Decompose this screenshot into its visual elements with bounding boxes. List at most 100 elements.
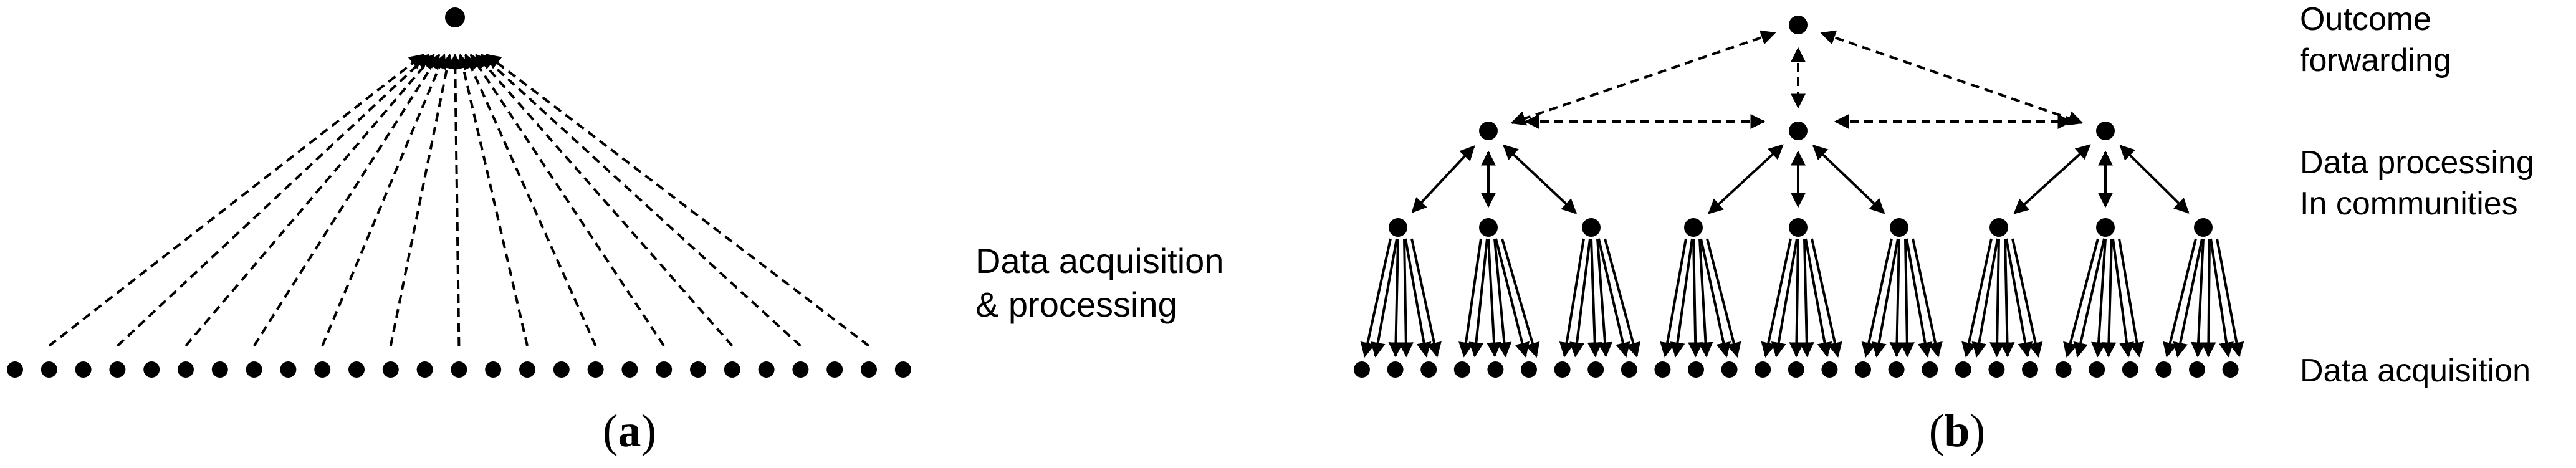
panel-b-sensor-node (1688, 361, 1704, 378)
panel-a-sensor-node (621, 361, 638, 378)
panel-b-sensor-node (1587, 361, 1604, 378)
panel-b-sensor-node (1521, 361, 1537, 378)
panel-b-community-link (1503, 144, 1577, 214)
panel-a-caption: (a) (603, 406, 656, 457)
panel-b-cluster-head (1684, 218, 1703, 237)
panel-b-acquisition-link (2073, 238, 2105, 358)
panel-b-cluster-head (2096, 218, 2115, 237)
panel-b-nodes (1354, 16, 2239, 378)
panel-b-sensor-node (1654, 361, 1671, 378)
panel-b-acquisition-link (2216, 238, 2244, 358)
panel-a-sensor-node (75, 361, 92, 378)
panel-a-dashed-link (480, 54, 802, 347)
panel-b-acquisition-link (1596, 238, 1613, 358)
panel-b-sensor-node (1354, 361, 1370, 378)
panel-a-sensor-node (826, 361, 843, 378)
panel-b-sensor-node (1554, 361, 1571, 378)
panel-b-sensor-node (1721, 361, 1738, 378)
panel-b-acquisition-link (2091, 238, 2107, 358)
panel-a-dashed-links (48, 53, 870, 347)
panel-b-acquisition-link (1861, 238, 1893, 358)
panel-b-sensor-node (1855, 361, 1871, 378)
panel-b-cluster-head (1479, 218, 1498, 237)
panel-b-acquisition-link (1989, 238, 2005, 358)
panel-b-acquisition-link (1771, 238, 1798, 358)
panel-b-sensor-node (2155, 361, 2172, 378)
panel-b-acquisition-link (1660, 238, 1687, 358)
panel-b-sensor-node (2055, 361, 2072, 378)
panel-b-acquisition-link (1871, 238, 1899, 358)
panel-a-sensor-node (792, 361, 809, 378)
panel-b-cluster-head (1789, 218, 1808, 237)
panel-b-acquisition-link (1905, 238, 1933, 358)
panel-a-sensor-node (451, 361, 467, 378)
panel-b-acquisition-link (1388, 238, 1404, 358)
panel-a-sensor-node (348, 361, 365, 378)
panel-b-acquisition-link (1604, 238, 1641, 358)
panel-b-sensor-node (2222, 361, 2239, 378)
panel-b-sensor-node (1453, 361, 1470, 378)
panel-b-sensor-node (1888, 361, 1905, 378)
panel-b-caption: (b) (1929, 406, 1985, 457)
panel-b-acquisition-link (1961, 238, 1993, 358)
panel-b-acquisition-link (1370, 238, 1398, 358)
panel-b-acquisition-link (1971, 238, 1999, 358)
panel-b-label-data-acquisition: Data acquisition (2300, 353, 2531, 389)
panel-a-dashed-link (448, 53, 463, 346)
panel-b-acquisition-link (2118, 238, 2145, 358)
panel-b-acquisition-link (2063, 238, 2099, 358)
panel-a-sensor-node (280, 361, 297, 378)
panel-a-dashed-link (475, 54, 734, 347)
panel-b-acquisition-link (1487, 238, 1502, 358)
panel-a-dashed-link (252, 53, 441, 347)
panel-b-community-head (1789, 122, 1808, 140)
panel-a-sensor-node (553, 361, 570, 378)
panel-b-sensor-node (1420, 361, 1437, 378)
panel-b-acquisition-link (1468, 238, 1488, 358)
panel-b-acquisition-link (1493, 238, 1512, 358)
panel-b-sensor-node (1755, 361, 1771, 378)
panel-b-sensor-node (1955, 361, 1971, 378)
panel-a: Data acquisition& processing (a) (7, 7, 1223, 457)
panel-b-sensor-node (1988, 361, 2005, 378)
panel-b-sensor-node (2022, 361, 2038, 378)
panel-a-dashed-link (486, 54, 870, 347)
panel-b-community-head (1479, 122, 1498, 140)
panel-b-acquisition-link (1404, 238, 1432, 358)
panel-a-sensor-node (894, 361, 911, 378)
panel-b-community-link (1411, 145, 1475, 213)
panel-a-dashed-link (464, 53, 597, 346)
panel-a-dashed-link (469, 53, 665, 347)
panel-b-sensor-node (1487, 361, 1504, 378)
panel-b-sensor-node (1821, 361, 1838, 378)
panel-b-sensor-node (1387, 361, 1404, 378)
panel-b-cluster-head (1389, 218, 1407, 237)
panel-a-sensor-node (143, 361, 160, 378)
panel-b-sensor-node (2122, 361, 2138, 378)
panel-b-acquisition-link (1799, 238, 1814, 358)
panel-b-acquisition-link (1700, 238, 1731, 358)
panel-b-acquisition-link (1495, 238, 1530, 358)
panel-b-acquisition-link (1999, 238, 2015, 358)
panel-b-sensor-node (2189, 361, 2205, 378)
panel-b-sensor-node (1788, 361, 1804, 378)
panel-a-sensor-node (519, 361, 535, 378)
panel-b-acquisition-link (1587, 238, 1602, 358)
panel-a-sensor-node (314, 361, 331, 378)
panel-b-acquisition-link (2210, 238, 2234, 358)
panel-b-acquisition-link (1360, 238, 1392, 358)
panel-b-acquisition-link (1811, 238, 1842, 358)
panel-b-acquisition-link (1688, 238, 1703, 358)
panel-b-sensor-node (2089, 361, 2105, 378)
panel-b-cluster-head (2194, 218, 2213, 237)
panel-a-sensor-nodes (7, 361, 911, 378)
panel-b-community-link (1708, 144, 1784, 214)
panel-b-cluster-head (1582, 218, 1601, 237)
panel-a-sensor-node (41, 361, 57, 378)
panel-a-sensor-node (724, 361, 740, 378)
panel-b-community-link (2119, 145, 2190, 214)
panel-b-acquisition-link (1761, 238, 1792, 358)
panel-a-dashed-link (321, 53, 446, 346)
